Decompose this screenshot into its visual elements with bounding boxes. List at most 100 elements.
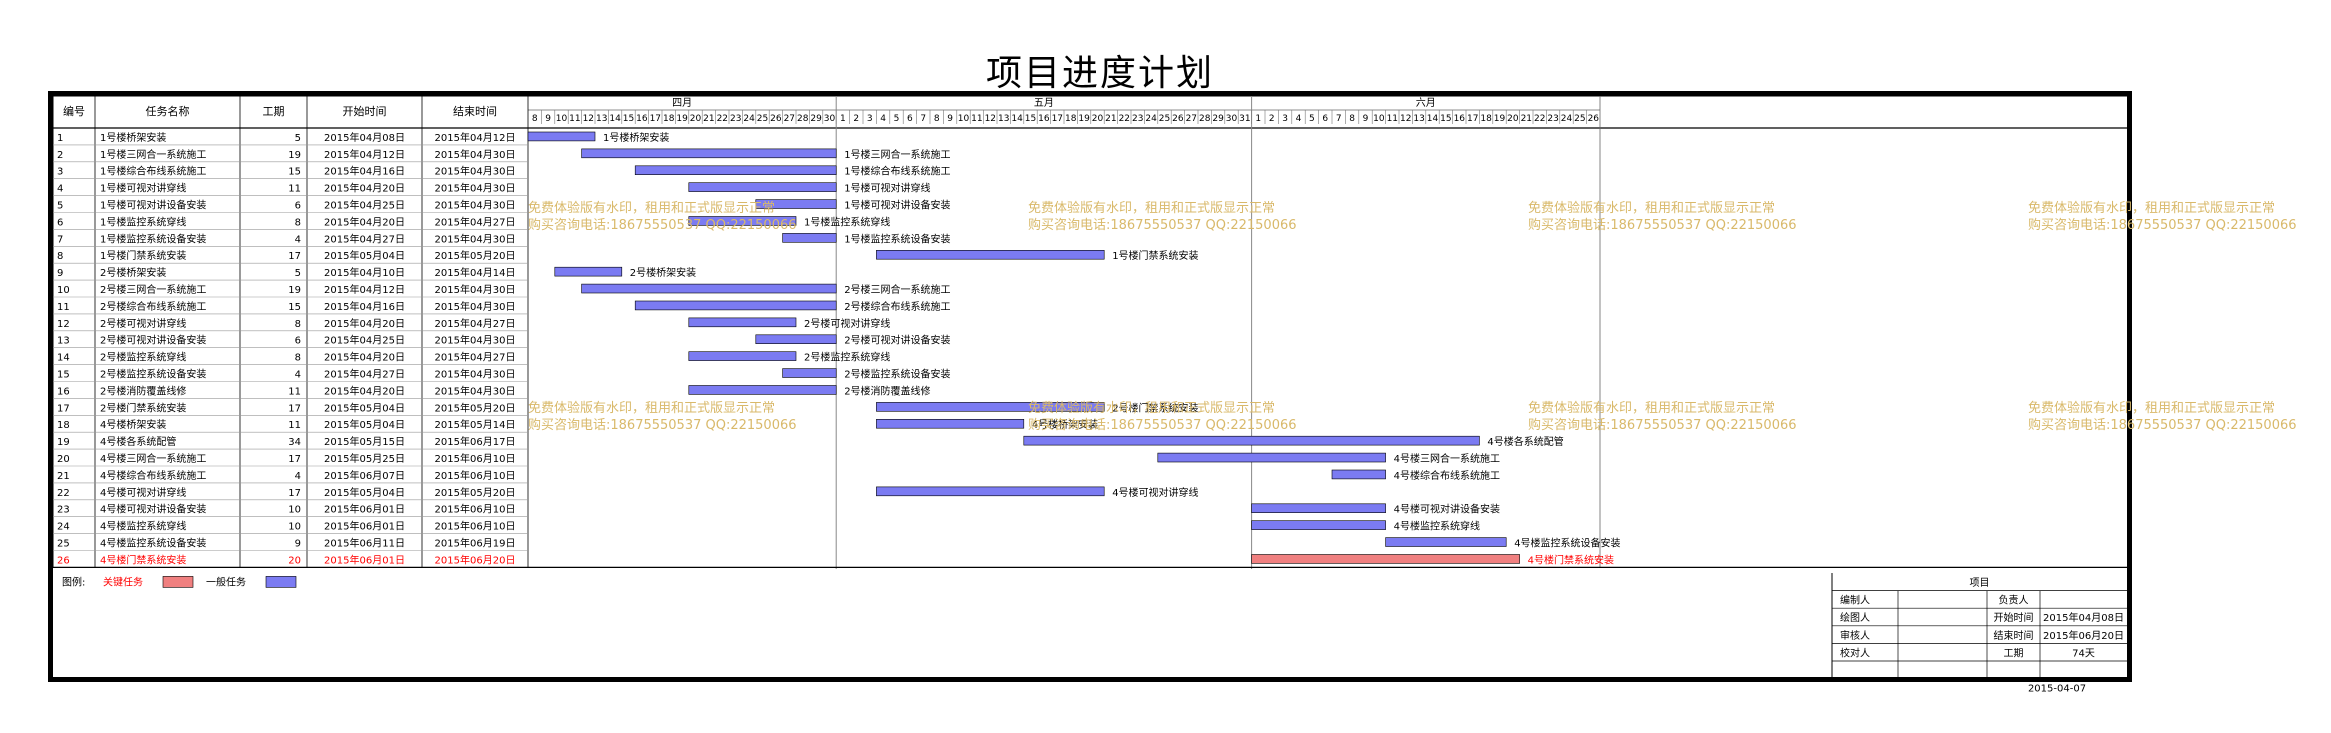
day-label: 18 (663, 114, 675, 124)
task-start: 2015年06月11日 (324, 537, 405, 550)
info-date: 2015-04-07 (2028, 684, 2086, 695)
task-duration: 11 (288, 386, 301, 397)
task-index: 2 (57, 150, 63, 161)
day-label: 27 (784, 114, 795, 124)
bar-label: 4号楼三网合一系统施工 (1394, 452, 1500, 465)
task-end: 2015年04月12日 (435, 131, 516, 144)
task-duration: 19 (288, 150, 301, 161)
bar-label: 2号楼监控系统设备安装 (844, 368, 950, 381)
bar-label: 1号楼监控系统设备安装 (844, 232, 950, 245)
info-label: 编制人 (1840, 594, 1870, 607)
legend-title: 图例: (62, 575, 85, 588)
day-label: 1 (840, 114, 846, 124)
day-label: 25 (1574, 114, 1585, 124)
bar-label: 1号楼门禁系统安装 (1112, 249, 1198, 262)
watermark-text: 购买咨询电话:18675550537 QQ:22150066 (2028, 217, 2297, 233)
day-label: 2 (853, 114, 859, 124)
day-label: 19 (1078, 114, 1090, 124)
task-index: 7 (57, 234, 63, 245)
watermark-text: 购买咨询电话:18675550537 QQ:22150066 (2028, 417, 2297, 433)
day-label: 16 (1454, 114, 1466, 124)
task-name: 4号楼综合布线系统施工 (100, 469, 206, 482)
watermark-text: 购买咨询电话:18675550537 QQ:22150066 (1028, 217, 1297, 233)
task-index: 6 (57, 217, 63, 228)
task-end: 2015年04月14日 (435, 266, 516, 279)
day-label: 3 (1282, 114, 1288, 124)
task-start: 2015年04月20日 (324, 182, 405, 195)
task-end: 2015年05月20日 (435, 401, 516, 414)
day-label: 28 (797, 114, 809, 124)
task-duration: 11 (288, 420, 301, 431)
gantt-bar (634, 300, 837, 311)
day-label: 5 (1309, 114, 1315, 124)
task-duration: 8 (295, 319, 301, 330)
legend-critical-swatch (162, 576, 194, 588)
task-index: 13 (57, 336, 70, 347)
task-name: 1号楼门禁系统安装 (100, 249, 186, 262)
bar-label: 1号楼桥架安装 (603, 131, 669, 144)
gantt-bar (581, 283, 837, 294)
day-label: 19 (1494, 114, 1506, 124)
bar-label: 2号楼三网合一系统施工 (844, 283, 950, 296)
day-label: 30 (1226, 114, 1238, 124)
day-label: 7 (920, 114, 926, 124)
info-label: 校对人 (1840, 646, 1870, 659)
task-end: 2015年04月27日 (435, 351, 516, 364)
task-end: 2015年04月27日 (435, 215, 516, 228)
bar-label: 1号楼监控系统穿线 (804, 215, 890, 228)
task-index: 16 (57, 386, 70, 397)
day-label: 20 (1507, 114, 1519, 124)
day-label: 23 (1547, 114, 1558, 124)
day-label: 15 (1440, 114, 1451, 124)
gantt-bar (876, 418, 1025, 429)
task-duration: 17 (288, 403, 301, 414)
task-index: 25 (57, 539, 70, 550)
info-value: 74天 (2072, 648, 2095, 659)
info-label: 结束时间 (1994, 629, 2034, 642)
gantt-bar (876, 402, 1105, 412)
task-start: 2015年04月27日 (324, 232, 405, 245)
day-label: 14 (609, 114, 621, 124)
info-value: 2015年04月08日 (2043, 611, 2124, 624)
task-index: 20 (57, 454, 70, 465)
task-name: 2号楼桥架安装 (100, 266, 166, 279)
gantt-bar (876, 486, 1105, 497)
watermark-text: 免费体验版有水印，租用和正式版显示正常 (2028, 400, 2275, 416)
task-index: 26 (57, 555, 70, 566)
task-end: 2015年04月30日 (435, 334, 516, 347)
day-label: 8 (1349, 114, 1355, 124)
bar-label: 1号楼可视对讲穿线 (844, 182, 930, 195)
day-label: 8 (934, 114, 940, 124)
bar-label: 4号楼综合布线系统施工 (1394, 469, 1500, 482)
task-start: 2015年04月10日 (324, 266, 405, 279)
task-index: 11 (57, 302, 70, 313)
task-duration: 17 (288, 488, 301, 499)
day-label: 20 (1092, 114, 1104, 124)
task-name: 2号楼门禁系统安装 (100, 401, 186, 414)
task-start: 2015年04月08日 (324, 131, 405, 144)
day-label: 19 (676, 114, 688, 124)
day-label: 21 (1521, 114, 1532, 124)
bar-label: 2号楼可视对讲穿线 (804, 317, 890, 330)
task-duration: 20 (288, 555, 301, 566)
task-start: 2015年04月27日 (324, 368, 405, 381)
watermark-text: 免费体验版有水印，租用和正式版显示正常 (1528, 200, 1775, 216)
task-end: 2015年06月10日 (435, 469, 516, 482)
task-start: 2015年06月01日 (324, 553, 405, 566)
day-label: 12 (583, 114, 594, 124)
legend-normal-label: 一般任务 (206, 575, 246, 588)
task-name: 1号楼监控系统穿线 (100, 215, 186, 228)
watermark-text: 购买咨询电话:18675550537 QQ:22150066 (1528, 217, 1797, 233)
day-label: 17 (1467, 114, 1478, 124)
task-index: 14 (57, 353, 70, 364)
watermark-text: 购买咨询电话:18675550537 QQ:22150066 (528, 417, 797, 433)
info-label: 负责人 (1999, 594, 2029, 607)
day-label: 16 (1038, 114, 1050, 124)
task-end: 2015年04月30日 (435, 199, 516, 212)
task-name: 4号楼桥架安装 (100, 418, 166, 431)
bar-label: 4号楼监控系统设备安装 (1514, 537, 1620, 550)
bar-label: 2号楼可视对讲设备安装 (844, 334, 950, 347)
day-label: 10 (958, 114, 970, 124)
day-label: 26 (1588, 114, 1600, 124)
